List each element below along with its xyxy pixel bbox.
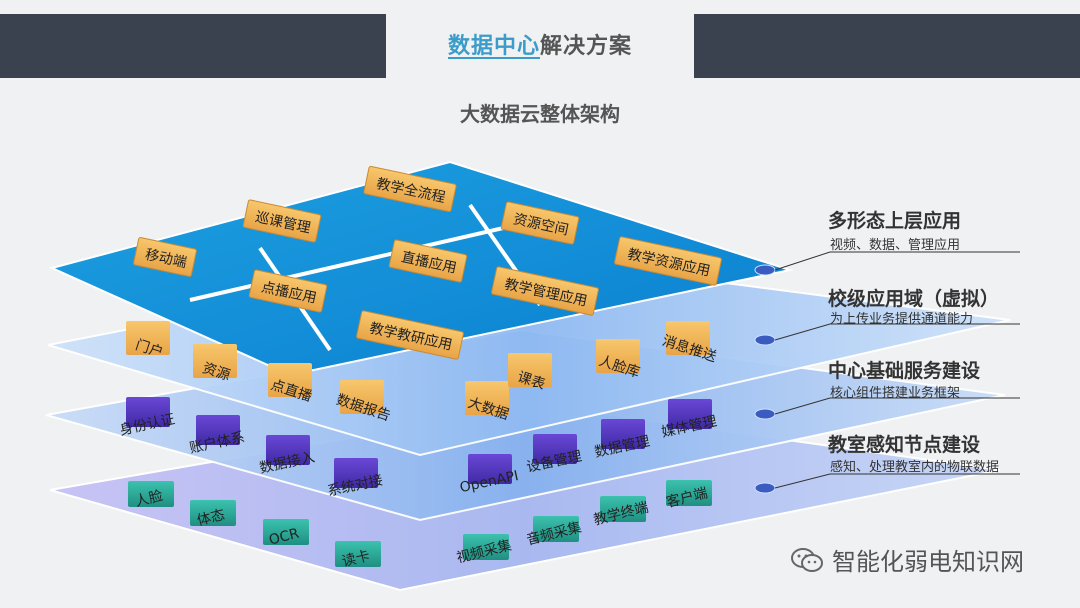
component-cube bbox=[668, 399, 712, 429]
watermark-text: 智能化弱电知识网 bbox=[832, 548, 1024, 576]
leader-line bbox=[774, 251, 1020, 271]
sensor-tile bbox=[600, 496, 646, 522]
service-cube bbox=[508, 353, 552, 387]
app-card bbox=[500, 201, 580, 245]
connector-node bbox=[754, 264, 776, 276]
component-cube bbox=[468, 454, 512, 484]
service-cube bbox=[268, 363, 312, 397]
app-card bbox=[491, 266, 599, 316]
leader-lines bbox=[754, 251, 1020, 494]
watermark: 智能化弱电知识网 bbox=[790, 542, 1024, 577]
service-cube bbox=[465, 381, 509, 415]
service-cube bbox=[340, 380, 384, 414]
component-cube bbox=[266, 435, 310, 465]
component-cube bbox=[196, 415, 240, 445]
title-rest: 解决方案 bbox=[540, 34, 633, 59]
connector-node bbox=[754, 482, 776, 494]
sensor-tile bbox=[190, 500, 236, 526]
page-title: 数据中心解决方案 bbox=[386, 28, 694, 60]
service-cube bbox=[596, 339, 640, 373]
component-cube bbox=[533, 434, 577, 464]
leader-line bbox=[774, 323, 1020, 341]
leader-line bbox=[774, 473, 1020, 489]
sensor-tile bbox=[666, 480, 712, 506]
app-card bbox=[388, 239, 468, 283]
layer-2-desc: 为上传业务提供通道能力 bbox=[830, 312, 974, 327]
layer-3-desc: 核心组件搭建业务框架 bbox=[830, 386, 961, 401]
service-cube bbox=[666, 321, 710, 355]
sensor-tile bbox=[533, 516, 579, 542]
component-cube bbox=[601, 419, 645, 449]
title-highlight: 数据中心 bbox=[447, 34, 540, 59]
diagram-subtitle: 大数据云整体架构 bbox=[460, 102, 620, 126]
wechat-icon bbox=[791, 547, 823, 572]
connector-node bbox=[754, 334, 776, 346]
layer-3-title: 中心基础服务建设 bbox=[828, 360, 981, 382]
header-band-right bbox=[694, 14, 1080, 78]
app-card bbox=[248, 269, 328, 313]
connector-node bbox=[754, 408, 776, 420]
sensor-tile bbox=[335, 541, 381, 567]
service-cube bbox=[193, 344, 237, 378]
layer-2-title: 校级应用域（虚拟） bbox=[828, 288, 1000, 310]
app-card bbox=[363, 165, 457, 213]
sensor-tile bbox=[263, 519, 309, 545]
sensor-tile bbox=[463, 534, 509, 560]
sensor-tile bbox=[128, 481, 174, 507]
layer-1-desc: 视频、数据、管理应用 bbox=[830, 238, 961, 253]
component-cube bbox=[126, 397, 170, 427]
leader-line bbox=[774, 397, 1020, 415]
layer-4-desc: 感知、处理教室内的物联数据 bbox=[830, 460, 1000, 475]
sensor-tile-label: OCR bbox=[267, 526, 301, 549]
app-card bbox=[133, 237, 197, 277]
header-band-left bbox=[0, 14, 386, 78]
layer-4-title: 教室感知节点建设 bbox=[828, 434, 981, 456]
service-cube bbox=[126, 321, 170, 355]
sensor-tile-label: 读卡 bbox=[340, 547, 371, 570]
app-card bbox=[356, 310, 464, 360]
app-card bbox=[242, 199, 322, 243]
app-card bbox=[614, 236, 722, 286]
layer-1-title: 多形态上层应用 bbox=[828, 210, 962, 232]
sensor-tile-label: 人脸 bbox=[134, 488, 165, 510]
component-cube bbox=[334, 458, 378, 488]
sensor-tile-label: 体态 bbox=[196, 507, 227, 529]
